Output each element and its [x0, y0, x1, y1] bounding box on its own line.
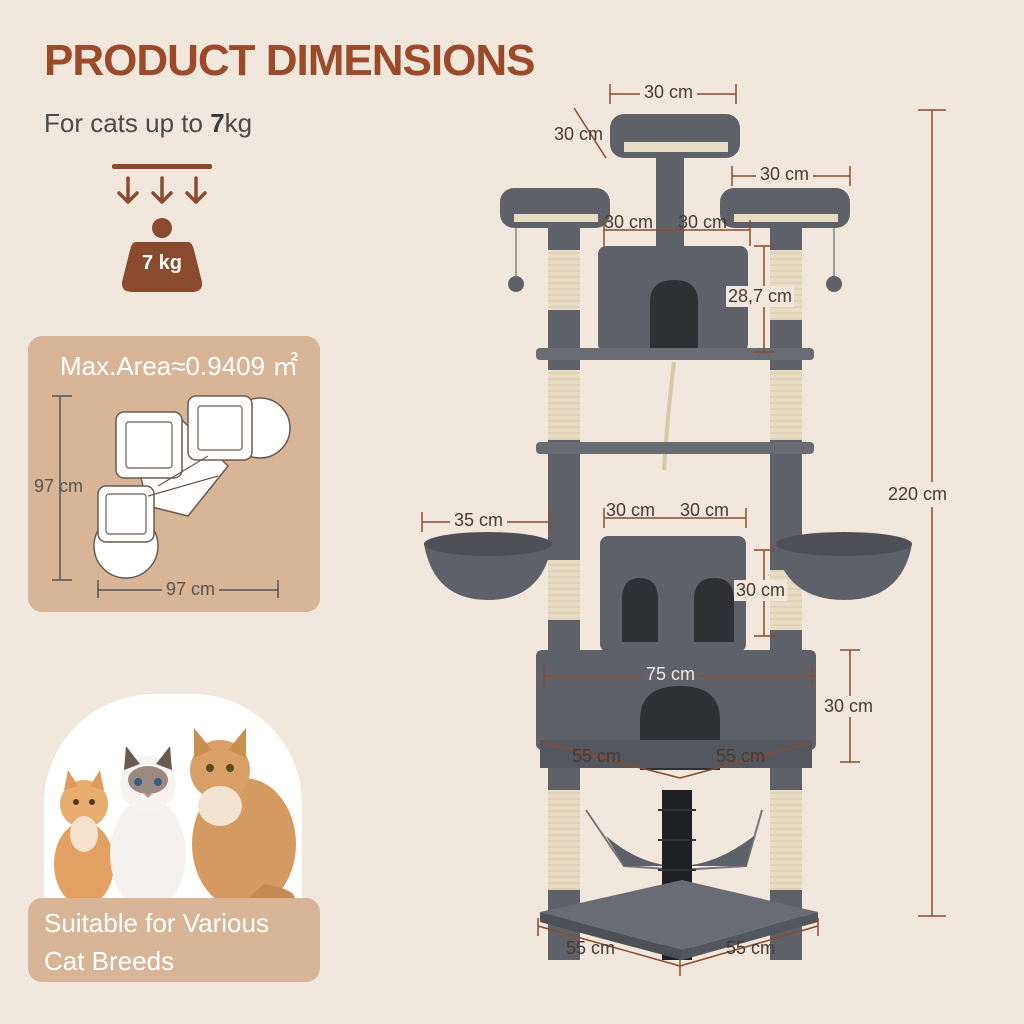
middle-house-height-label: 30 cm	[734, 580, 788, 601]
weight-limit-subtitle: For cats up to 7kg	[44, 108, 252, 139]
middle-cat-house	[600, 536, 746, 652]
left-post	[548, 220, 580, 960]
area-height-label: 97 cm	[34, 476, 84, 496]
upper-house-depth-label: 30 cm	[678, 212, 728, 232]
right-basket	[774, 532, 912, 600]
left-basket	[424, 532, 552, 600]
upper-house-width-label: 30 cm	[604, 212, 654, 232]
weight-bar	[112, 164, 212, 169]
right-perch-width-label: 30 cm	[756, 164, 814, 185]
total-height-label: 220 cm	[886, 482, 950, 507]
middle-house-depth-label: 30 cm	[680, 500, 730, 520]
cats-photo	[44, 694, 302, 904]
page-title: PRODUCT DIMENSIONS	[44, 36, 535, 85]
upper-cat-house	[536, 246, 814, 471]
area-width-label: 97 cm	[162, 579, 220, 600]
area-footprint-diagram	[52, 395, 291, 598]
max-area-card	[28, 336, 320, 612]
cat-tree-illustration	[421, 84, 946, 976]
max-area-title: Max.Area≈0.9409 ㎡	[60, 351, 299, 381]
condo-left-depth-label: 55 cm	[572, 746, 622, 766]
weight-label: 7 kg	[141, 252, 183, 274]
condo-right-depth-label: 55 cm	[716, 746, 766, 766]
down-arrows-icon	[117, 176, 207, 204]
upper-house-height-label: 28,7 cm	[726, 286, 795, 307]
middle-shelf	[536, 442, 814, 454]
bottom-condo	[536, 650, 816, 770]
condo-width-label: 75 cm	[642, 664, 700, 685]
ragdoll-cat-image	[110, 746, 186, 904]
cat-tree: 30 cm 30 cm 30 cm 30 cm 30 cm 28,7 cm 35…	[410, 70, 1010, 1020]
top-depth-label: 30 cm	[554, 124, 604, 144]
kettlebell-icon	[122, 218, 202, 292]
base-platform	[540, 880, 818, 960]
top-width-label: 30 cm	[640, 82, 698, 103]
basket-width-label: 35 cm	[450, 510, 508, 531]
right-top-perch	[720, 188, 850, 292]
subtitle-value: 7	[210, 108, 225, 138]
condo-height-label: 30 cm	[822, 696, 876, 717]
weight-icon: 7 kg	[112, 164, 212, 294]
subtitle-unit: kg	[224, 108, 253, 138]
subtitle-prefix: For cats up to	[44, 108, 211, 138]
base-right-label: 55 cm	[726, 938, 776, 958]
base-left-label: 55 cm	[566, 938, 616, 958]
left-top-perch	[500, 188, 610, 292]
middle-house-width-label: 30 cm	[606, 500, 656, 520]
top-perch	[610, 114, 740, 158]
cat-breeds-caption: Suitable for Various Cat Breeds	[44, 908, 269, 976]
orange-kitten-image	[54, 770, 114, 904]
caption-card	[28, 898, 320, 982]
maine-coon-cat-image	[190, 728, 296, 904]
cats-illustration	[54, 728, 296, 904]
top-center-post	[656, 140, 684, 250]
